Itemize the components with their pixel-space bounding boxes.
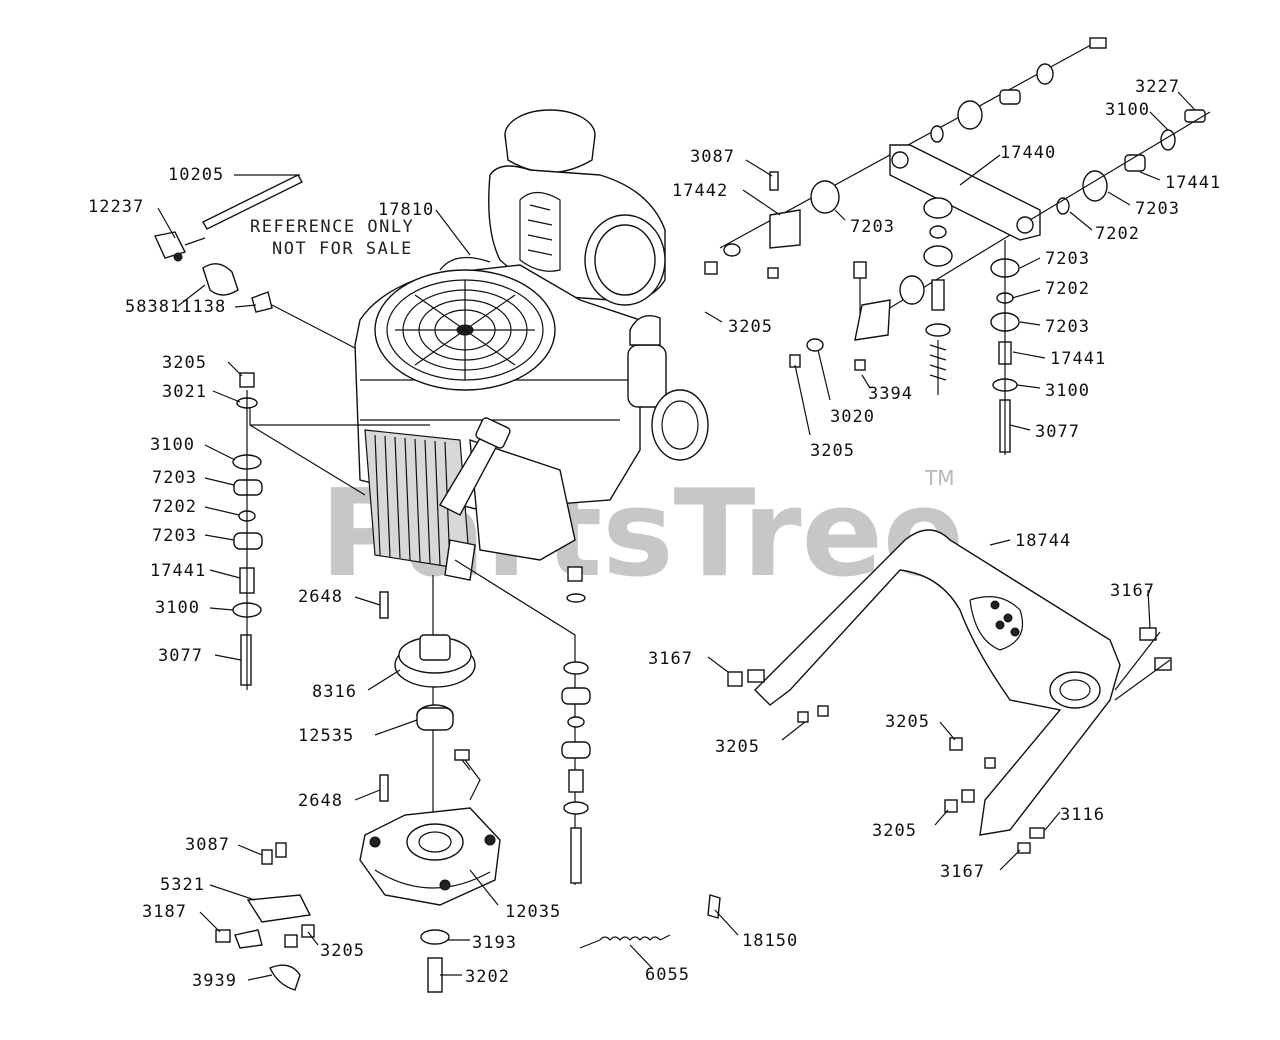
- callout-7203-left-2: 7203: [152, 526, 197, 546]
- callout-10205: 10205: [168, 165, 224, 185]
- callout-18150: 18150: [742, 931, 798, 951]
- callout-7202-left: 7202: [152, 497, 197, 517]
- callout-3205-top-center: 3205: [728, 317, 773, 337]
- callout-3205-plate-mid: 3205: [885, 712, 930, 732]
- top-right-bracket-assembly: [704, 37, 1211, 455]
- callout-3087-top: 3087: [690, 147, 735, 167]
- engine-assembly: [354, 109, 709, 870]
- callout-3100-left-bottom: 3100: [155, 598, 200, 618]
- callout-3227: 3227: [1135, 77, 1180, 97]
- callout-12237: 12237: [88, 197, 144, 217]
- center-mount-stack: [454, 559, 591, 885]
- callout-3187: 3187: [142, 902, 187, 922]
- callout-7203-top: 7203: [850, 217, 895, 237]
- callout-3087-bottom: 3087: [185, 835, 230, 855]
- callout-3116: 3116: [1060, 805, 1105, 825]
- callout-7203-top-right: 7203: [1135, 199, 1180, 219]
- bottom-left-bracket: [215, 842, 315, 991]
- callout-7203-right-1: 7203: [1045, 249, 1090, 269]
- callout-5838: 5838: [125, 297, 170, 317]
- callout-11138: 11138: [170, 297, 226, 317]
- callout-3939: 3939: [192, 971, 237, 991]
- callout-3167-left: 3167: [648, 649, 693, 669]
- callout-3077-left: 3077: [158, 646, 203, 666]
- callout-3205-left: 3205: [162, 353, 207, 373]
- callout-2648-top: 2648: [298, 587, 343, 607]
- callout-17441-left: 17441: [150, 561, 206, 581]
- callout-5321: 5321: [160, 875, 205, 895]
- left-mount-stack: [232, 372, 430, 690]
- callout-3205-right-top: 3205: [810, 441, 855, 461]
- callout-17810: 17810: [378, 200, 434, 220]
- callout-7203-right-2: 7203: [1045, 317, 1090, 337]
- callout-17442: 17442: [672, 181, 728, 201]
- callout-labels: 10205 12237 17810 5838 11138 3205 3021 3…: [88, 77, 1221, 991]
- callout-3167-bottom: 3167: [940, 862, 985, 882]
- callout-17440: 17440: [1000, 143, 1056, 163]
- callout-3205-bottom: 3205: [320, 941, 365, 961]
- left-top-parts: [153, 174, 356, 349]
- callout-12035: 12035: [505, 902, 561, 922]
- callout-3100-top-right: 3100: [1105, 100, 1150, 120]
- callout-3167-right: 3167: [1110, 581, 1155, 601]
- callout-3100-left-top: 3100: [150, 435, 195, 455]
- callout-7202-right: 7202: [1045, 279, 1090, 299]
- callout-7202-top-right: 7202: [1095, 224, 1140, 244]
- right-mount-plate: [727, 529, 1172, 854]
- callout-8316: 8316: [312, 682, 357, 702]
- callout-17441-right: 17441: [1050, 349, 1106, 369]
- callout-3020: 3020: [830, 407, 875, 427]
- callout-2648-bottom: 2648: [298, 791, 343, 811]
- callout-12535: 12535: [298, 726, 354, 746]
- callout-3193: 3193: [472, 933, 517, 953]
- pulley-clutch-assembly: [359, 591, 501, 993]
- callout-3394: 3394: [868, 384, 913, 404]
- callout-17441-top-right: 17441: [1165, 173, 1221, 193]
- reference-note-line1: REFERENCE ONLY: [250, 217, 414, 237]
- callout-3021: 3021: [162, 382, 207, 402]
- spring-and-clip: [579, 894, 721, 949]
- callout-leaders: [157, 91, 1196, 981]
- callout-3205-plate-left: 3205: [715, 737, 760, 757]
- callout-18744: 18744: [1015, 531, 1071, 551]
- callout-3077-right: 3077: [1035, 422, 1080, 442]
- callout-7203-left-1: 7203: [152, 468, 197, 488]
- reference-note-line2: NOT FOR SALE: [272, 239, 413, 259]
- callout-3202: 3202: [465, 967, 510, 987]
- callout-3100-right: 3100: [1045, 381, 1090, 401]
- watermark-trademark: TM: [924, 466, 954, 490]
- callout-3205-plate-bottom: 3205: [872, 821, 917, 841]
- callout-6055: 6055: [645, 965, 690, 985]
